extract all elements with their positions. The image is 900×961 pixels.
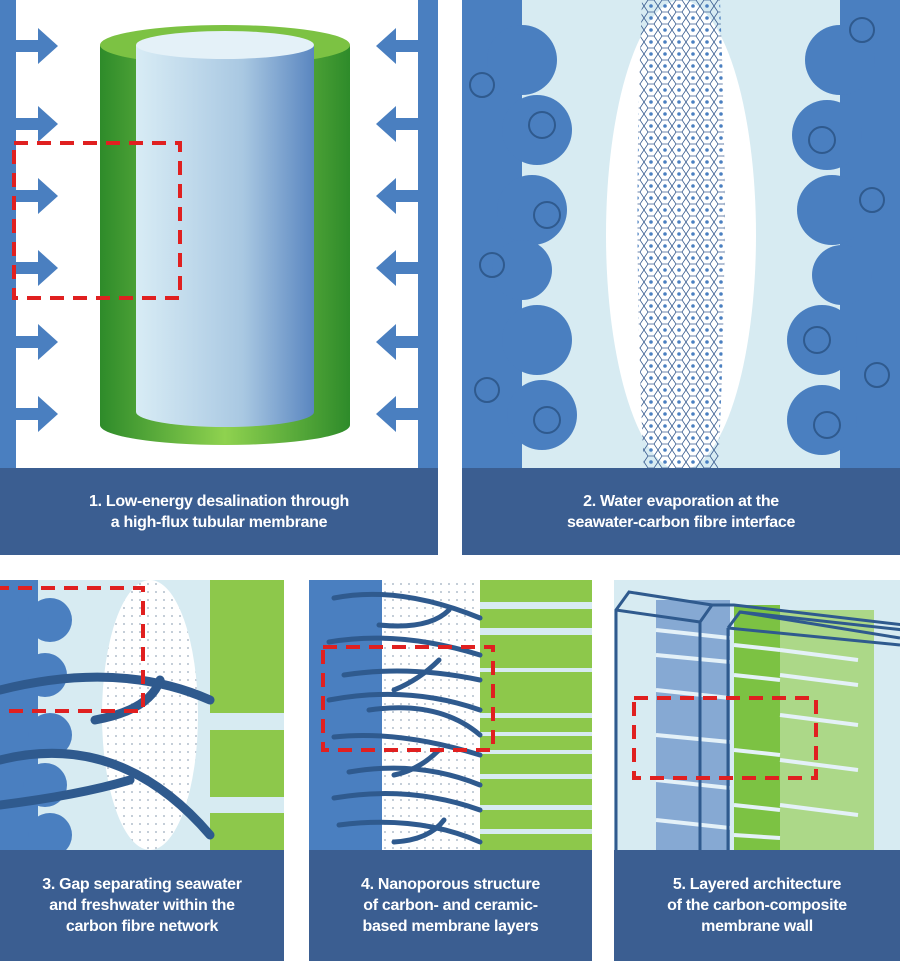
droplets [469,17,890,439]
zoom-highlight-box [632,696,818,780]
panel-tubular-membrane: 1. Low-energy desalination through a high… [0,0,438,555]
layered-wall-illustration [614,580,900,850]
caption-line: a high-flux tubular membrane [110,513,328,531]
seawater-wall-right [418,0,438,470]
zoom-highlight-box [321,645,495,752]
panel-layered-wall: 5. Layered architecture of the carbon-com… [614,580,900,961]
nanoporous-illustration [309,580,592,850]
inner-tube [136,45,314,427]
caption-line: carbon fibre network [65,918,219,935]
caption-line: of the carbon-composite [667,897,847,914]
caption-line: 3. Gap separating seawater [42,876,242,893]
caption-line: of carbon- and ceramic- [363,897,538,914]
caption: 5. Layered architecture of the carbon-com… [614,850,900,961]
zoom-highlight-box [12,141,182,300]
evaporation-illustration [462,0,900,470]
caption: 2. Water evaporation at the seawater-carb… [462,468,900,555]
panel-gap: 3. Gap separating seawater and freshwater… [0,580,284,961]
caption-line: membrane wall [701,918,813,935]
caption-line: 4. Nanoporous structure [361,876,540,893]
caption-line: seawater-carbon fibre interface [566,513,796,531]
tubular-membrane-illustration [0,0,438,470]
pore-channels [326,591,483,845]
caption: 3. Gap separating seawater and freshwater… [0,850,284,961]
zoom-highlight-box [0,586,145,713]
inflow-arrows-right [376,28,418,432]
carbon-fibres [0,672,215,840]
caption-line: 1. Low-energy desalination through [88,492,350,510]
caption-line: 2. Water evaporation at the [583,492,779,510]
gap-illustration [0,580,284,857]
wall-outlines [614,590,900,850]
seawater-right [787,0,900,470]
caption: 1. Low-energy desalination through a high… [0,468,438,555]
green-layer [734,605,780,850]
caption: 4. Nanoporous structure of carbon- and ce… [309,850,592,961]
freshwater-blocks [210,580,284,850]
caption-line: based membrane layers [362,918,539,935]
caption-line: 5. Layered architecture [672,876,842,893]
blue-layer [656,600,730,850]
panel-evaporation: 2. Water evaporation at the seawater-carb… [462,0,900,555]
panel-nanoporous: 4. Nanoporous structure of carbon- and ce… [309,580,592,961]
caption-line: and freshwater within the [49,897,235,914]
carbon-nanotube [637,0,725,470]
inflow-arrows-left [16,28,58,432]
carbon-layer [309,580,382,850]
light-green-layer [780,610,874,850]
seawater-wall-left [0,0,16,470]
